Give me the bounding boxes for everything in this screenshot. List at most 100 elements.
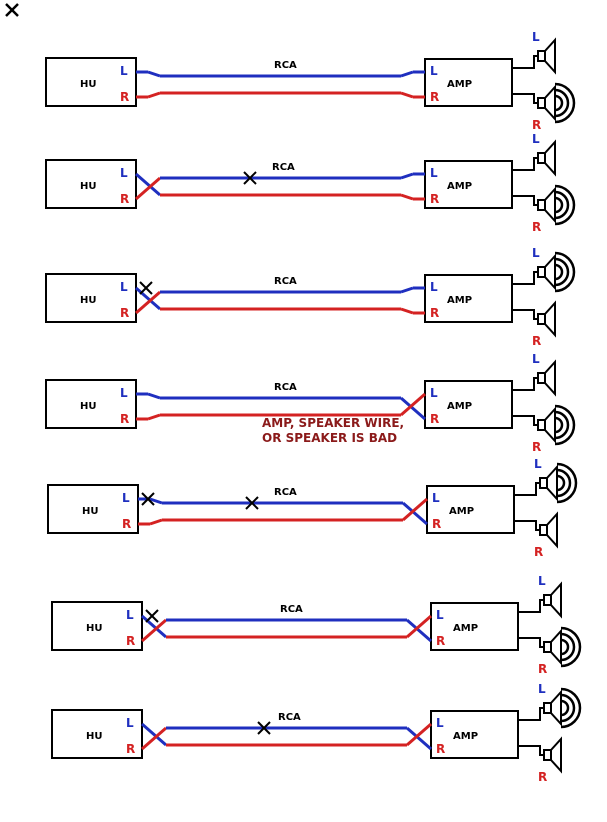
left-rca-wire bbox=[141, 614, 167, 639]
speaker-left-label: L bbox=[532, 352, 540, 366]
left-rca-wire bbox=[400, 286, 414, 294]
amplifier-label: AMP bbox=[447, 181, 472, 192]
speaker-playing-icon bbox=[543, 687, 582, 729]
speaker-right-label: R bbox=[538, 662, 547, 676]
amplifier-box bbox=[426, 485, 515, 534]
sound-wave-arc bbox=[554, 263, 564, 281]
sound-wave-arc bbox=[560, 632, 576, 662]
left-rca-wire bbox=[402, 501, 428, 526]
amp-left-channel-label: L bbox=[430, 64, 438, 78]
amp-left-channel-label: L bbox=[430, 386, 438, 400]
speaker-right-label: R bbox=[538, 770, 547, 784]
break-x-mark bbox=[245, 496, 259, 510]
head-unit-label: HU bbox=[86, 623, 103, 634]
close-icon[interactable] bbox=[4, 0, 20, 18]
sound-wave-arc bbox=[554, 184, 576, 226]
speaker-icon bbox=[537, 37, 556, 75]
sound-wave-arc bbox=[560, 693, 576, 723]
head-unit-box bbox=[45, 159, 137, 209]
amplifier-label: AMP bbox=[447, 295, 472, 306]
sound-wave-arc bbox=[554, 82, 576, 124]
head-unit-box bbox=[45, 379, 137, 429]
hu-left-channel-label: L bbox=[120, 64, 128, 78]
head-unit-box bbox=[51, 601, 143, 651]
right-rca-wire bbox=[406, 722, 432, 747]
right-rca-wire bbox=[135, 176, 161, 201]
speaker-lead bbox=[512, 195, 538, 206]
head-unit-box bbox=[51, 709, 143, 759]
left-rca-wire bbox=[400, 396, 426, 421]
amp-left-channel-label: L bbox=[430, 166, 438, 180]
amplifier-box bbox=[424, 274, 513, 323]
amplifier-label: AMP bbox=[447, 79, 472, 90]
speaker-lead bbox=[514, 520, 540, 531]
diagnosis-note: AMP, SPEAKER WIRE, bbox=[262, 416, 404, 430]
speaker-playing-icon bbox=[539, 462, 578, 504]
amp-right-channel-label: R bbox=[436, 634, 445, 648]
break-x-mark bbox=[141, 492, 155, 506]
left-rca-wire bbox=[149, 497, 163, 505]
sound-wave-arc bbox=[556, 468, 572, 498]
hu-right-channel-label: R bbox=[120, 90, 129, 104]
sound-wave-arc bbox=[560, 699, 570, 717]
amp-left-channel-label: L bbox=[436, 608, 444, 622]
amp-left-channel-label: L bbox=[432, 491, 440, 505]
speaker-left-label: L bbox=[532, 30, 540, 44]
break-x-mark bbox=[243, 171, 257, 185]
speaker-playing-icon bbox=[543, 626, 582, 668]
sound-wave-arc bbox=[554, 257, 570, 287]
sound-wave-arc bbox=[560, 687, 582, 729]
right-rca-wire bbox=[141, 618, 167, 643]
hu-left-channel-label: L bbox=[120, 386, 128, 400]
rca-cable-label: RCA bbox=[278, 712, 301, 723]
rca-cable-label: RCA bbox=[274, 487, 297, 498]
rca-cable-label: RCA bbox=[272, 162, 295, 173]
speaker-left-label: L bbox=[538, 574, 546, 588]
head-unit-label: HU bbox=[80, 401, 97, 412]
left-rca-wire bbox=[135, 286, 161, 311]
right-rca-wire bbox=[400, 91, 414, 99]
speaker-lead bbox=[512, 55, 538, 69]
speaker-lead bbox=[518, 745, 544, 756]
hu-right-channel-label: R bbox=[120, 192, 129, 206]
speaker-playing-icon bbox=[537, 251, 576, 293]
break-x-mark bbox=[257, 721, 271, 735]
right-rca-wire bbox=[400, 193, 414, 201]
amp-left-channel-label: L bbox=[436, 716, 444, 730]
amplifier-label: AMP bbox=[453, 623, 478, 634]
diagnosis-note: OR SPEAKER IS BAD bbox=[262, 431, 397, 445]
speaker-lead bbox=[518, 599, 544, 613]
speaker-right-label: R bbox=[532, 440, 541, 454]
amp-right-channel-label: R bbox=[436, 742, 445, 756]
hu-right-channel-label: R bbox=[126, 634, 135, 648]
head-unit-box bbox=[47, 484, 139, 534]
head-unit-box bbox=[45, 273, 137, 323]
speaker-icon bbox=[537, 300, 556, 338]
sound-wave-arc bbox=[556, 462, 578, 504]
speaker-icon bbox=[539, 511, 558, 549]
right-rca-wire bbox=[149, 518, 163, 526]
head-unit-label: HU bbox=[80, 79, 97, 90]
speaker-icon bbox=[543, 581, 562, 619]
rca-cable-label: RCA bbox=[274, 382, 297, 393]
speaker-lead bbox=[512, 157, 538, 171]
hu-right-channel-label: R bbox=[122, 517, 131, 531]
rca-cable-label: RCA bbox=[274, 60, 297, 71]
amp-right-channel-label: R bbox=[430, 306, 439, 320]
speaker-right-label: R bbox=[532, 118, 541, 132]
break-x-mark bbox=[139, 281, 153, 295]
speaker-lead bbox=[512, 309, 538, 320]
amp-right-channel-label: R bbox=[430, 90, 439, 104]
speaker-lead bbox=[512, 377, 538, 391]
amplifier-label: AMP bbox=[449, 506, 474, 517]
sound-wave-arc bbox=[560, 626, 582, 668]
left-rca-wire bbox=[406, 618, 432, 643]
head-unit-label: HU bbox=[86, 731, 103, 742]
speaker-lead bbox=[512, 93, 538, 104]
head-unit-label: HU bbox=[82, 506, 99, 517]
hu-left-channel-label: L bbox=[126, 608, 134, 622]
rca-cable-label: RCA bbox=[280, 604, 303, 615]
hu-right-channel-label: R bbox=[120, 412, 129, 426]
amplifier-box bbox=[424, 160, 513, 209]
